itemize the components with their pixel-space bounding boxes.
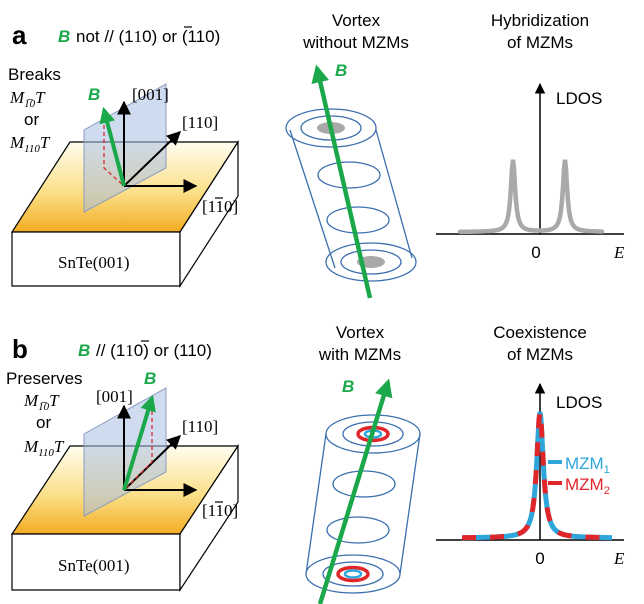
spectrum-title-line2: of MZMs [507, 345, 573, 364]
label-1m10: [110] [202, 501, 238, 520]
label-001: [001] [132, 85, 169, 104]
zero-tick-label: 0 [531, 243, 540, 262]
or-word: or [36, 413, 51, 432]
label-1m10: [110] [202, 197, 238, 216]
b-field-symbol: B [78, 341, 90, 360]
condition-text: not // (110) or (110) [76, 27, 220, 46]
b-projection [103, 118, 125, 187]
b-vector [122, 394, 156, 491]
substrate-side-face [179, 443, 239, 593]
vortex-b-label: B [342, 377, 354, 396]
label-110: [110] [182, 417, 218, 436]
substrate-side-face [179, 139, 239, 289]
label-110: [110] [182, 113, 218, 132]
spectrum-title-line1: Coexistence [493, 323, 587, 342]
vortex-b-arrow [311, 64, 373, 299]
vortex-tube [305, 414, 421, 594]
symmetry-2: M110T [23, 437, 65, 459]
energy-label: E [613, 549, 625, 568]
symmetry-verb: Breaks [8, 65, 61, 84]
legend-label-mzm2: MZM2 [565, 475, 610, 497]
vortex-title-line1: Vortex [336, 323, 385, 342]
ldos-curve-hybridized [457, 159, 605, 235]
symmetry-verb: Preserves [6, 369, 83, 388]
ldos-label: LDOS [556, 393, 602, 412]
spectrum-title-line1: Hybridization [491, 11, 589, 30]
b-field-symbol: B [58, 27, 70, 46]
b-vector-label: B [144, 369, 156, 388]
symmetry-2: M110T [9, 133, 51, 155]
vortex-b-arrow [317, 378, 393, 604]
substrate-label: SnTe(001) [58, 556, 130, 575]
b-vector-label: B [88, 85, 100, 104]
panel-letter: b [12, 334, 28, 364]
axis-110 [123, 131, 182, 187]
substrate-label: SnTe(001) [58, 253, 130, 272]
panel-a: a B not // (110) or (110) Breaks M1̅0T o… [8, 11, 625, 299]
energy-label: E [613, 243, 625, 262]
ldos-label: LDOS [556, 89, 602, 108]
vortex-title-line2: with MZMs [318, 345, 401, 364]
b-vector [99, 106, 126, 187]
or-word: or [24, 110, 39, 129]
zero-tick-label: 0 [535, 549, 544, 568]
panel-b: b B // (110) or (110) Preserves M1̅0T or… [6, 323, 625, 604]
condition-text: // (110) or (110) [96, 341, 212, 360]
vortex-b-label: B [335, 61, 347, 80]
label-001: [001] [96, 387, 133, 406]
vortex-title-line2: without MZMs [302, 33, 409, 52]
ldos-curve-mzm2 [462, 411, 612, 541]
b-projection [123, 404, 153, 491]
symmetry-1: M1̅0T [9, 88, 46, 110]
symmetry-1: M1̅0T [23, 391, 60, 413]
spectrum-title-line2: of MZMs [507, 33, 573, 52]
panel-letter: a [12, 20, 27, 50]
vortex-title-line1: Vortex [332, 11, 381, 30]
legend-label-mzm1: MZM1 [565, 454, 610, 476]
vortex-tube [285, 108, 417, 282]
